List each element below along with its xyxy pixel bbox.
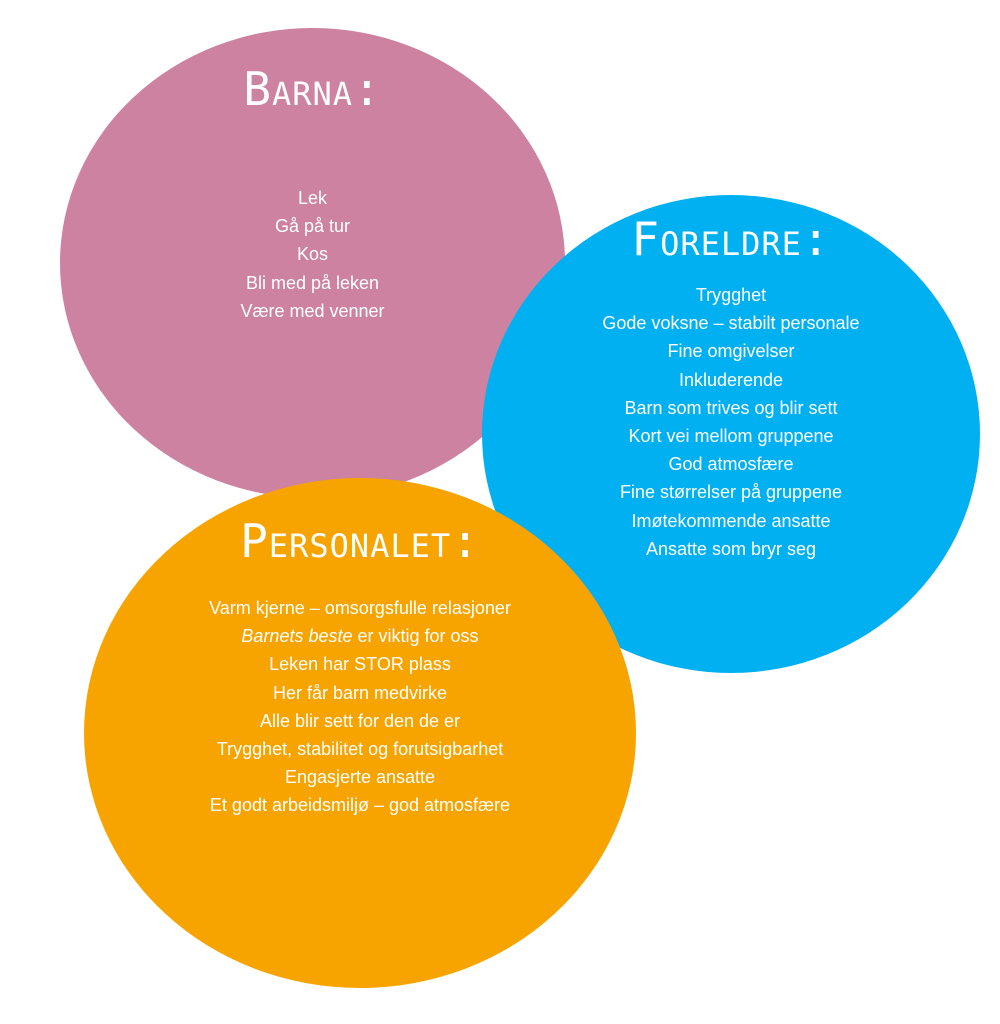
personalet-list: Varm kjerne – omsorgsfulle relasjoner Ba… xyxy=(84,594,636,820)
barna-item: Gå på tur xyxy=(274,216,351,237)
personalet-item: Engasjerte ansatte xyxy=(284,767,436,788)
foreldre-item: God atmosfære xyxy=(668,454,794,475)
personalet-title: Personalet: xyxy=(240,514,480,568)
foreldre-item: Imøtekommende ansatte xyxy=(631,510,831,531)
foreldre-item: Ansatte som bryr seg xyxy=(645,538,817,559)
personalet-item: Varm kjerne – omsorgsfulle relasjoner xyxy=(209,598,511,618)
personalet-item: Her får barn medvirke xyxy=(272,682,448,703)
barna-item: Kos xyxy=(296,244,329,265)
barna-item: Være med venner xyxy=(240,300,385,321)
foreldre-item: Fine omgivelser xyxy=(667,341,795,362)
barna-item: Bli med på leken xyxy=(245,272,380,293)
personalet-item: Alle blir sett for den de er xyxy=(259,710,461,731)
personalet-group: Personalet: xyxy=(84,514,636,568)
personalet-item: Trygghet, stabilitet og forutsigbarhet xyxy=(216,739,504,760)
foreldre-item: Trygghet xyxy=(695,285,767,305)
personalet-list-wrap: Varm kjerne – omsorgsfulle relasjoner Ba… xyxy=(84,594,636,820)
foreldre-list: Trygghet Gode voksne – stabilt personale… xyxy=(482,281,980,563)
foreldre-group: Foreldre: xyxy=(482,212,980,266)
foreldre-item: Fine størrelser på gruppene xyxy=(619,482,843,503)
barna-list-wrap: Lek Gå på tur Kos Bli med på leken Være … xyxy=(60,184,565,325)
personalet-item: Leken har STOR plass xyxy=(269,654,451,675)
barna-list: Lek Gå på tur Kos Bli med på leken Være … xyxy=(60,184,565,325)
barna-circle xyxy=(60,28,565,498)
personalet-item: Barnets beste er viktig for oss xyxy=(84,622,636,650)
personalet-item: Et godt arbeidsmiljø – god atmosfære xyxy=(209,795,511,816)
personalet-item-rest: er viktig for oss xyxy=(357,626,479,647)
foreldre-item: Kort vei mellom gruppene xyxy=(628,426,834,447)
barna-item: Lek xyxy=(297,188,328,208)
barna-title: Barna: xyxy=(243,62,382,116)
personalet-circle xyxy=(84,478,636,988)
foreldre-item: Gode voksne – stabilt personale xyxy=(602,313,860,334)
foreldre-item: Barn som trives og blir sett xyxy=(624,397,838,418)
personalet-item-emphasis: Barnets beste xyxy=(241,626,353,647)
foreldre-item: Inkluderende xyxy=(678,369,784,390)
foreldre-list-wrap: Trygghet Gode voksne – stabilt personale… xyxy=(482,281,980,563)
foreldre-title: Foreldre: xyxy=(631,212,831,266)
